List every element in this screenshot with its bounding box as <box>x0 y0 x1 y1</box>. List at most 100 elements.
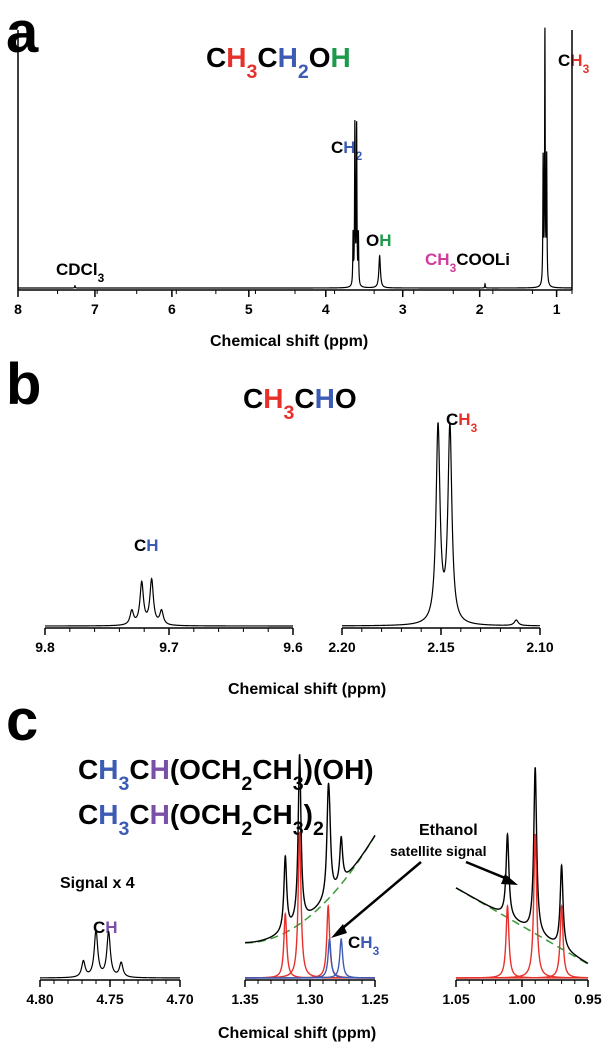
formula-part: H <box>437 250 449 269</box>
formula-part: (OCH <box>170 754 242 785</box>
formula-part: H <box>278 42 298 73</box>
spectrum-a <box>18 27 572 289</box>
formula-part: COOLi <box>456 250 510 269</box>
arrowhead-left <box>331 924 347 938</box>
formula-part: H <box>360 933 372 952</box>
axis-c-middle: 1.35 1.30 1.25 <box>231 979 389 1007</box>
x-tick-label: 8 <box>14 301 22 317</box>
formula-part: 3 <box>98 271 105 285</box>
x-tick-label: 9.8 <box>35 639 55 655</box>
fit-peak-red <box>456 904 589 979</box>
arrow-left <box>337 861 422 933</box>
x-tick-label: 0.95 <box>574 991 601 1007</box>
x-tick-label: 1.35 <box>231 991 258 1007</box>
formula-acetaldehyde: CH3CHO <box>243 383 357 424</box>
fit-peak-blue <box>245 937 375 979</box>
arrow-right <box>465 860 511 882</box>
formula-part: 2 <box>313 818 324 840</box>
x-tick-label: 2 <box>476 301 484 317</box>
formula-part: C <box>558 51 570 70</box>
formula-part: C <box>129 754 149 785</box>
formula-part: ) <box>304 799 313 830</box>
signal-note: Signal x 4 <box>60 875 135 892</box>
formula-part: O <box>309 42 331 73</box>
formula-part: H <box>315 383 335 414</box>
x-tick-label: 4.80 <box>26 991 53 1007</box>
formula-part: CH <box>252 754 292 785</box>
x-tick-label: 9.7 <box>159 639 179 655</box>
formula-part: 2 <box>241 773 252 795</box>
formula-part: H <box>98 754 118 785</box>
formula-part: H <box>146 536 158 555</box>
formula-part: )(OH) <box>304 754 374 785</box>
axis-b-left: 9.8 9.7 9.6 <box>35 627 303 655</box>
formula-part: H <box>343 138 355 157</box>
formula-part: 3 <box>246 61 257 83</box>
x-tick-label: 2.15 <box>427 639 454 655</box>
fit-peak-red <box>245 831 375 979</box>
label-ch3: CH3 <box>446 410 478 435</box>
formula-part: H <box>226 42 246 73</box>
x-tick-label: 5 <box>245 301 253 317</box>
formula-part: H <box>331 42 351 73</box>
formula-part: H <box>98 799 118 830</box>
panel-letter-a: a <box>6 0 39 65</box>
formula-part: C <box>446 410 458 429</box>
spectrum-exp-c-right <box>455 767 589 965</box>
formula-part: 2 <box>241 818 252 840</box>
formula-part: (OCH <box>170 799 242 830</box>
formula-part: H <box>150 754 170 785</box>
formula-part: O <box>335 383 357 414</box>
x-tick-label: 7 <box>91 301 99 317</box>
formula-part: 3 <box>373 944 380 958</box>
formula-part: 3 <box>583 62 590 76</box>
formula-part: CH <box>252 799 292 830</box>
panel-letter-b: b <box>6 352 41 417</box>
formula-part: C <box>425 250 437 269</box>
ethanol-note: Ethanol <box>419 822 478 839</box>
formula-part: C <box>257 42 277 73</box>
formula-acetal: CH3CH(OCH2CH3)2 <box>78 799 324 840</box>
fit-baseline-c-middle <box>245 835 376 944</box>
formula-part: O <box>366 231 379 250</box>
spectrum-exp-c-middle <box>245 754 376 944</box>
x-tick-label: 1.05 <box>442 991 469 1007</box>
formula-part: C <box>78 754 98 785</box>
formula-part: H <box>263 383 283 414</box>
label-ch: CH <box>134 536 159 555</box>
satellite-note: satellite signal <box>390 843 486 859</box>
label-oh: OH <box>366 231 392 250</box>
formula-part: 3 <box>118 818 129 840</box>
x-tick-label: 6 <box>168 301 176 317</box>
x-tick-label: 1.25 <box>361 991 388 1007</box>
label-ch3: CH3 <box>348 933 380 958</box>
formula-part: 3 <box>283 402 294 424</box>
spectrum-b-left <box>45 577 293 627</box>
spectrum-c-left <box>40 929 180 979</box>
formula-part: 3 <box>118 773 129 795</box>
formula-ethanol: CH3CH2OH <box>206 42 351 83</box>
formula-part: C <box>243 383 263 414</box>
formula-part: CDCl <box>56 260 98 279</box>
formula-part: C <box>331 138 343 157</box>
formula-part: C <box>134 536 146 555</box>
spectrum-b-right <box>342 422 540 627</box>
label-ch2: CH2 <box>331 138 363 163</box>
formula-part: H <box>570 51 582 70</box>
label-ch3: CH3 <box>558 51 590 76</box>
x-tick-label: 1.30 <box>296 991 323 1007</box>
formula-part: C <box>129 799 149 830</box>
x-tick-label: 9.6 <box>283 639 303 655</box>
x-tick-label: 3 <box>399 301 407 317</box>
formula-part: 3 <box>471 421 478 435</box>
formula-part: H <box>458 410 470 429</box>
formula-part: 2 <box>298 61 309 83</box>
x-axis-title-c: Chemical shift (ppm) <box>218 1025 376 1042</box>
x-tick-label: 2.20 <box>328 639 355 655</box>
